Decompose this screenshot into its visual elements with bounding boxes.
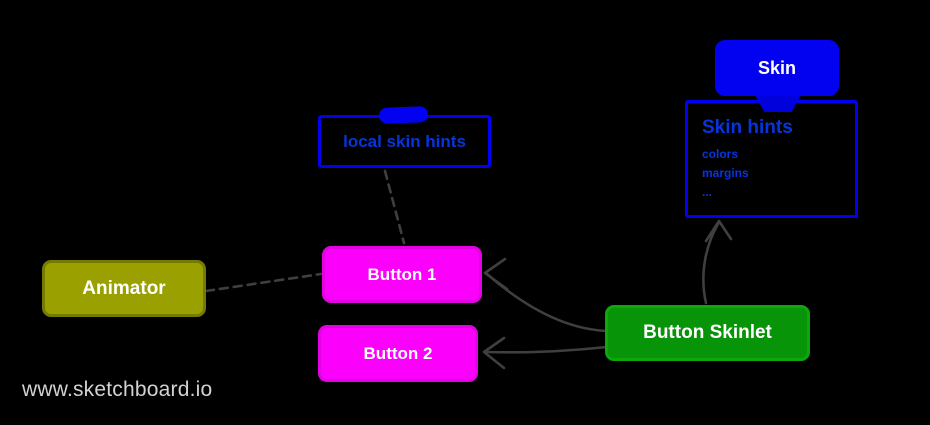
skin-hints-item-ellipsis: ...	[702, 185, 713, 199]
button-skinlet-label: Button Skinlet	[643, 322, 772, 343]
skin-hints-item-margins: margins	[702, 166, 749, 180]
node-button-skinlet[interactable]: Button Skinlet	[605, 305, 810, 361]
node-button2[interactable]: Button 2	[318, 325, 478, 382]
edge-animator-to-button1[interactable]	[204, 272, 323, 293]
button1-label: Button 1	[367, 264, 437, 284]
edge-skinlet-to-button2[interactable]	[482, 336, 609, 370]
local-skin-hints-label: local skin hints	[343, 131, 466, 151]
node-button1[interactable]: Button 1	[322, 246, 482, 303]
arrowhead-skin-hints	[704, 219, 733, 243]
node-skin[interactable]: Skin	[715, 40, 839, 96]
node-skin-hints[interactable]: Skin hints colors margins ...	[685, 100, 858, 218]
arrowhead-button2	[482, 336, 506, 370]
animator-label: Animator	[82, 277, 166, 299]
edge-skinlet-to-button1[interactable]	[483, 257, 609, 333]
watermark-text: www.sketchboard.io	[22, 378, 213, 401]
node-animator[interactable]: Animator	[42, 260, 206, 317]
edge-local-skin-hints-to-button1[interactable]	[383, 169, 406, 245]
arrowhead-button1	[483, 257, 509, 291]
note-scribble-icon	[378, 106, 429, 124]
skin-hints-item-colors: colors	[702, 147, 739, 161]
edge-skinlet-to-skin-hints[interactable]	[702, 219, 733, 305]
skin-hints-title: Skin hints	[702, 117, 793, 138]
skin-label: Skin	[757, 57, 796, 78]
button2-label: Button 2	[363, 343, 433, 363]
